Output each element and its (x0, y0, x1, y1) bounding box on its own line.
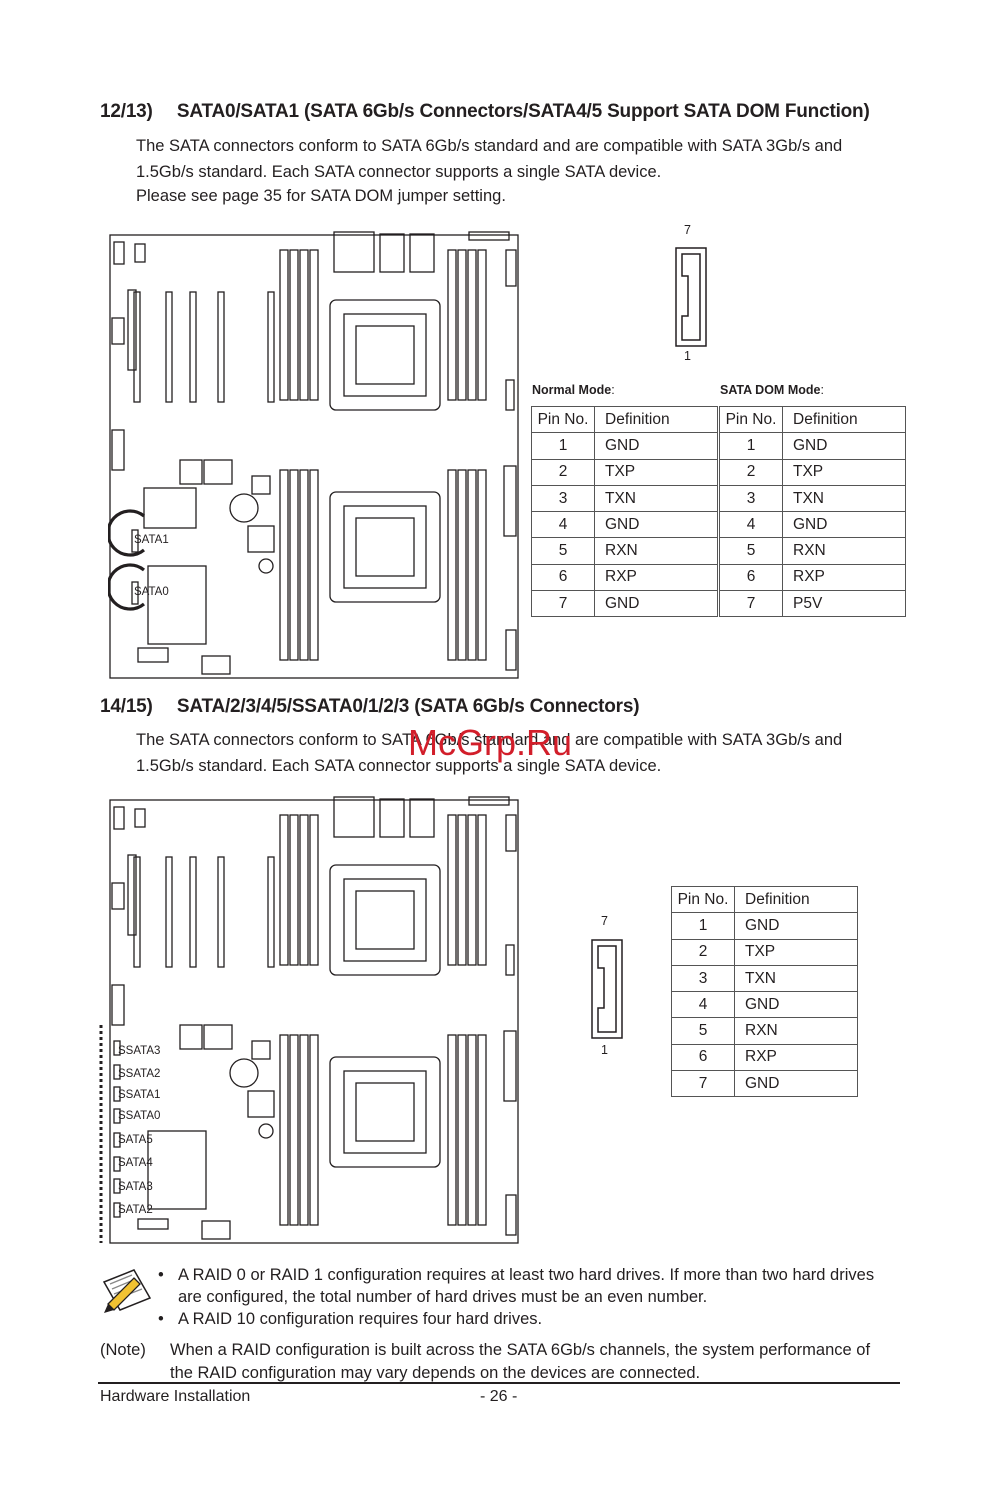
connector1-pin-bottom: 1 (684, 349, 691, 363)
footer-page-number: - 26 - (480, 1388, 518, 1405)
sata-connector-icon (675, 247, 707, 347)
note-text: When a RAID configuration is built acros… (170, 1339, 870, 1385)
note-label: (Note) (100, 1341, 146, 1359)
section2-heading: 14/15) SATA/2/3/4/5/SSATA0/1/2/3 (SATA 6… (100, 696, 640, 718)
section2-line: 1.5Gb/s standard. Each SATA connector su… (136, 757, 662, 775)
board-label-sata4: SATA4 (118, 1157, 153, 1169)
table-header: Definition (594, 405, 718, 434)
board-label-ssata1: SSATA1 (118, 1089, 160, 1101)
section1-line: Please see page 35 for SATA DOM jumper s… (136, 187, 506, 205)
board-label-sata0: SATA0 (134, 586, 169, 598)
table-header: Pin No. (719, 405, 783, 434)
table-header: Pin No. (671, 885, 735, 914)
board-label-sata2: SATA2 (118, 1204, 153, 1216)
section2-number: 14/15) (100, 696, 153, 717)
board-label-sata3: SATA3 (118, 1181, 153, 1193)
board-label-ssata2: SSATA2 (118, 1068, 160, 1080)
board-label-ssata0: SSATA0 (118, 1110, 160, 1122)
note-line: When a RAID configuration is built acros… (170, 1341, 871, 1359)
connector1-pin-top: 7 (684, 223, 691, 237)
dom-mode-label: SATA DOM Mode: (720, 383, 824, 397)
note-line: the RAID configuration may vary depends … (170, 1364, 701, 1382)
note-bullet: •A RAID 0 or RAID 1 configuration requir… (158, 1266, 875, 1284)
section1-paragraph: The SATA connectors conform to SATA 6Gb/… (136, 133, 842, 209)
board-label-ssata3: SSATA3 (118, 1045, 160, 1057)
section1-line: The SATA connectors conform to SATA 6Gb/… (136, 137, 843, 155)
section1-number: 12/13) (100, 101, 153, 122)
connector2-pin-top: 7 (601, 914, 608, 928)
notes-bullets: •A RAID 0 or RAID 1 configuration requir… (158, 1264, 908, 1330)
section1-title: SATA0/SATA1 (SATA 6Gb/s Connectors/SATA4… (176, 101, 870, 122)
watermark: McGrp.Ru (408, 722, 573, 763)
section2-title: SATA/2/3/4/5/SSATA0/1/2/3 (SATA 6Gb/s Co… (176, 696, 640, 717)
motherboard-diagram-2: SSATA3 SSATA2 SSATA1 SSATA0 SATA5 SATA4 … (99, 796, 519, 1244)
board-label-sata1: SATA1 (134, 534, 169, 546)
section2-line: The SATA connectors conform to SATA 6Gb/… (136, 731, 843, 749)
note-bullet: •A RAID 10 configuration requires four h… (158, 1310, 543, 1328)
footer-section-title: Hardware Installation (100, 1388, 251, 1405)
footer-rule (98, 1382, 900, 1384)
note-bullet-continuation: are configured, the total number of hard… (178, 1288, 708, 1306)
table-header: Pin No. (531, 405, 595, 434)
motherboard-diagram-1: SATA1 SATA0 (108, 231, 519, 679)
connector2-pin-bottom: 1 (601, 1043, 608, 1057)
section2-paragraph: The SATA connectors conform to SATA 6Gb/… (136, 727, 842, 779)
table-header: Definition (782, 405, 906, 434)
section1-line: 1.5Gb/s standard. Each SATA connector su… (136, 163, 662, 181)
sata-connector-icon (591, 939, 623, 1039)
section1-heading: 12/13) SATA0/SATA1 (SATA 6Gb/s Connector… (100, 101, 870, 123)
note-pencil-icon (102, 1269, 152, 1313)
board-label-sata5: SATA5 (118, 1134, 153, 1146)
table-header: Definition (734, 885, 858, 914)
normal-mode-label: Normal Mode: (532, 383, 615, 397)
